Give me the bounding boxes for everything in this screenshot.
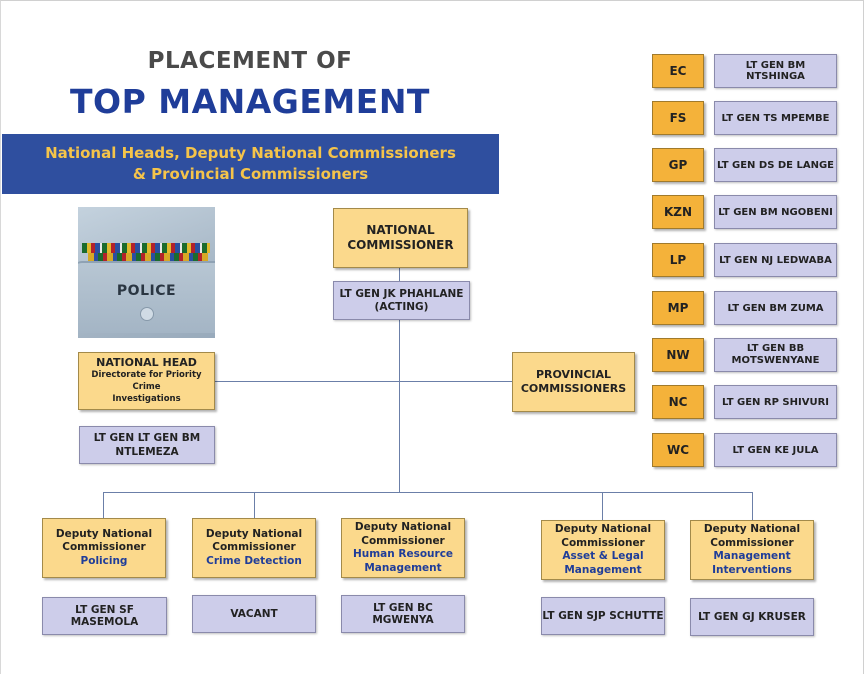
deputy-5-line-2: Commissioner — [710, 536, 794, 549]
medal-ribbons — [82, 243, 210, 253]
national-commissioner-box: NATIONAL COMMISSIONER — [333, 208, 468, 268]
province-code-ec: EC — [652, 54, 704, 88]
province-code-mp: MP — [652, 291, 704, 325]
shirt-pocket — [78, 261, 215, 333]
nc-role-line-2: COMMISSIONER — [347, 238, 454, 252]
deputy-2-line-2: Commissioner — [212, 541, 296, 554]
deputy-asset-legal-box: Deputy National Commissioner Asset & Leg… — [541, 520, 665, 580]
province-name-nw: LT GEN BB MOTSWENYANE — [714, 338, 837, 372]
banner-line-2: & Provincial Commissioners — [132, 165, 369, 183]
shirt-button — [140, 307, 154, 321]
nc-name-line-2: (ACTING) — [374, 300, 429, 313]
deputy-5-division-2: Interventions — [712, 563, 792, 576]
nh-role-line-3: Investigations — [112, 394, 181, 404]
pc-role-line-1: PROVINCIAL — [535, 368, 612, 381]
deputy-4-division-1: Asset & Legal — [562, 550, 644, 562]
province-name-mp: LT GEN BM ZUMA — [714, 291, 837, 325]
connector-horizontal-bottom — [103, 492, 753, 493]
deputy-2-line-1: Deputy National — [205, 527, 303, 540]
connector-horizontal-mid — [215, 381, 512, 382]
deputy-3-division-1: Human Resource — [352, 548, 454, 560]
province-code-nw: NW — [652, 338, 704, 372]
nc-role-line-1: NATIONAL — [366, 223, 435, 237]
nh-name-line-2: NTLEMEZA — [115, 446, 179, 458]
deputy-4-division-2: Management — [564, 563, 642, 576]
nh-role-line-1: NATIONAL HEAD — [96, 356, 197, 369]
deputy-crime-detection-name-box: VACANT — [192, 595, 316, 633]
nh-role-line-2: Directorate for Priority Crime — [91, 370, 202, 392]
province-name-wc: LT GEN KE JULA — [714, 433, 837, 467]
province-name-fs: LT GEN TS MPEMBE — [714, 101, 837, 135]
province-code-kzn: KZN — [652, 195, 704, 229]
deputy-3-line-2: Commissioner — [361, 534, 445, 547]
pc-role-line-2: COMMISSIONERS — [520, 382, 627, 395]
connector-drop-5 — [752, 492, 753, 520]
province-code-lp: LP — [652, 243, 704, 277]
province-name-kzn: LT GEN BM NGOBENI — [714, 195, 837, 229]
national-head-name-box: LT GEN LT GEN BM NTLEMEZA — [79, 426, 215, 464]
nw-name-line-2: MOTSWENYANE — [731, 355, 820, 366]
province-code-fs: FS — [652, 101, 704, 135]
province-code-gp: GP — [652, 148, 704, 182]
connector-drop-2 — [254, 492, 255, 518]
deputy-hr-name-box: LT GEN BC MGWENYA — [341, 595, 465, 633]
deputy-hr-box: Deputy National Commissioner Human Resou… — [341, 518, 465, 578]
national-head-box: NATIONAL HEAD Directorate for Priority C… — [78, 352, 215, 410]
province-code-nc: NC — [652, 385, 704, 419]
nh-name-line-1: LT GEN LT GEN BM — [93, 432, 201, 444]
province-name-lp: LT GEN NJ LEDWABA — [714, 243, 837, 277]
nc-name-line-1: LT GEN JK PHAHLANE — [339, 287, 464, 300]
deputy-1-line-2: Commissioner — [62, 541, 146, 554]
nw-name-line-1: LT GEN BB — [746, 343, 805, 354]
national-commissioner-name-box: LT GEN JK PHAHLANE (ACTING) — [333, 281, 470, 320]
deputy-2-division: Crime Detection — [206, 554, 302, 567]
banner-line-1: National Heads, Deputy National Commissi… — [45, 144, 456, 162]
deputy-crime-detection-box: Deputy National Commissioner Crime Detec… — [192, 518, 316, 578]
deputy-1-line-1: Deputy National — [55, 527, 153, 540]
deputy-3-division-2: Management — [364, 561, 442, 574]
province-name-gp: LT GEN DS DE LANGE — [714, 148, 837, 182]
deputy-interventions-name-box: LT GEN GJ KRUSER — [690, 598, 814, 636]
connector-drop-4 — [602, 492, 603, 520]
deputy-3-line-1: Deputy National — [354, 521, 452, 533]
deputy-4-line-1: Deputy National — [554, 523, 652, 535]
deputy-5-division-1: Management — [713, 550, 791, 562]
provincial-commissioners-box: PROVINCIAL COMMISSIONERS — [512, 352, 635, 412]
deputy-1-division: Policing — [80, 554, 128, 567]
title-line-1: PLACEMENT OF — [147, 48, 353, 74]
province-code-wc: WC — [652, 433, 704, 467]
deputy-asset-legal-name-box: LT GEN SJP SCHUTTE — [541, 597, 665, 635]
connector-drop-1 — [103, 492, 104, 518]
police-label: POLICE — [116, 283, 177, 299]
deputy-5-line-1: Deputy National — [703, 523, 801, 535]
title-line-2: TOP MANAGEMENT — [70, 82, 430, 121]
deputy-4-line-2: Commissioner — [561, 536, 645, 549]
deputy-policing-name-box: LT GEN SF MASEMOLA — [42, 597, 167, 635]
connector-vertical-main — [399, 268, 400, 492]
police-uniform-photo: POLICE — [78, 207, 215, 338]
medal-ribbons-2 — [88, 253, 208, 261]
subtitle-banner: National Heads, Deputy National Commissi… — [2, 134, 499, 194]
deputy-policing-box: Deputy National Commissioner Policing — [42, 518, 166, 578]
deputy-interventions-box: Deputy National Commissioner Management … — [690, 520, 814, 580]
province-name-nc: LT GEN RP SHIVURI — [714, 385, 837, 419]
province-name-ec: LT GEN BM NTSHINGA — [714, 54, 837, 88]
